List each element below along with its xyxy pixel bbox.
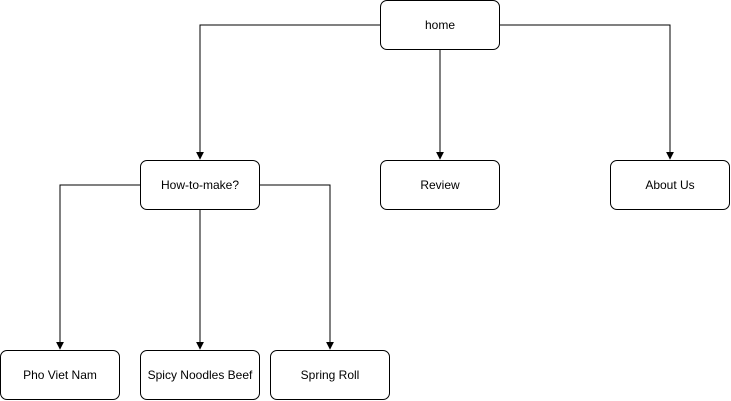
node-spring-roll[interactable]: Spring Roll [270,350,390,400]
node-spring-roll-label: Spring Roll [300,368,360,382]
node-review[interactable]: Review [380,160,500,210]
node-home[interactable]: home [380,0,500,50]
edge-how-to-make-to-spring-roll [260,184,334,350]
node-about-us[interactable]: About Us [610,160,730,210]
node-spicy-noodles-beef[interactable]: Spicy Noodles Beef [140,350,260,400]
node-how-to-make-label: How-to-make? [160,178,240,192]
node-pho-viet-nam-label: Pho Viet Nam [23,368,97,382]
node-home-label: home [424,18,456,32]
node-review-label: Review [420,178,460,192]
edge-how-to-make-to-pho-viet-nam [56,184,140,350]
node-pho-viet-nam[interactable]: Pho Viet Nam [0,350,120,400]
edge-home-to-how-to-make [196,24,380,160]
edge-home-to-about-us [500,24,674,160]
node-about-us-label: About Us [645,178,695,192]
node-spicy-noodles-beef-label: Spicy Noodles Beef [147,368,253,382]
node-how-to-make[interactable]: How-to-make? [140,160,260,210]
